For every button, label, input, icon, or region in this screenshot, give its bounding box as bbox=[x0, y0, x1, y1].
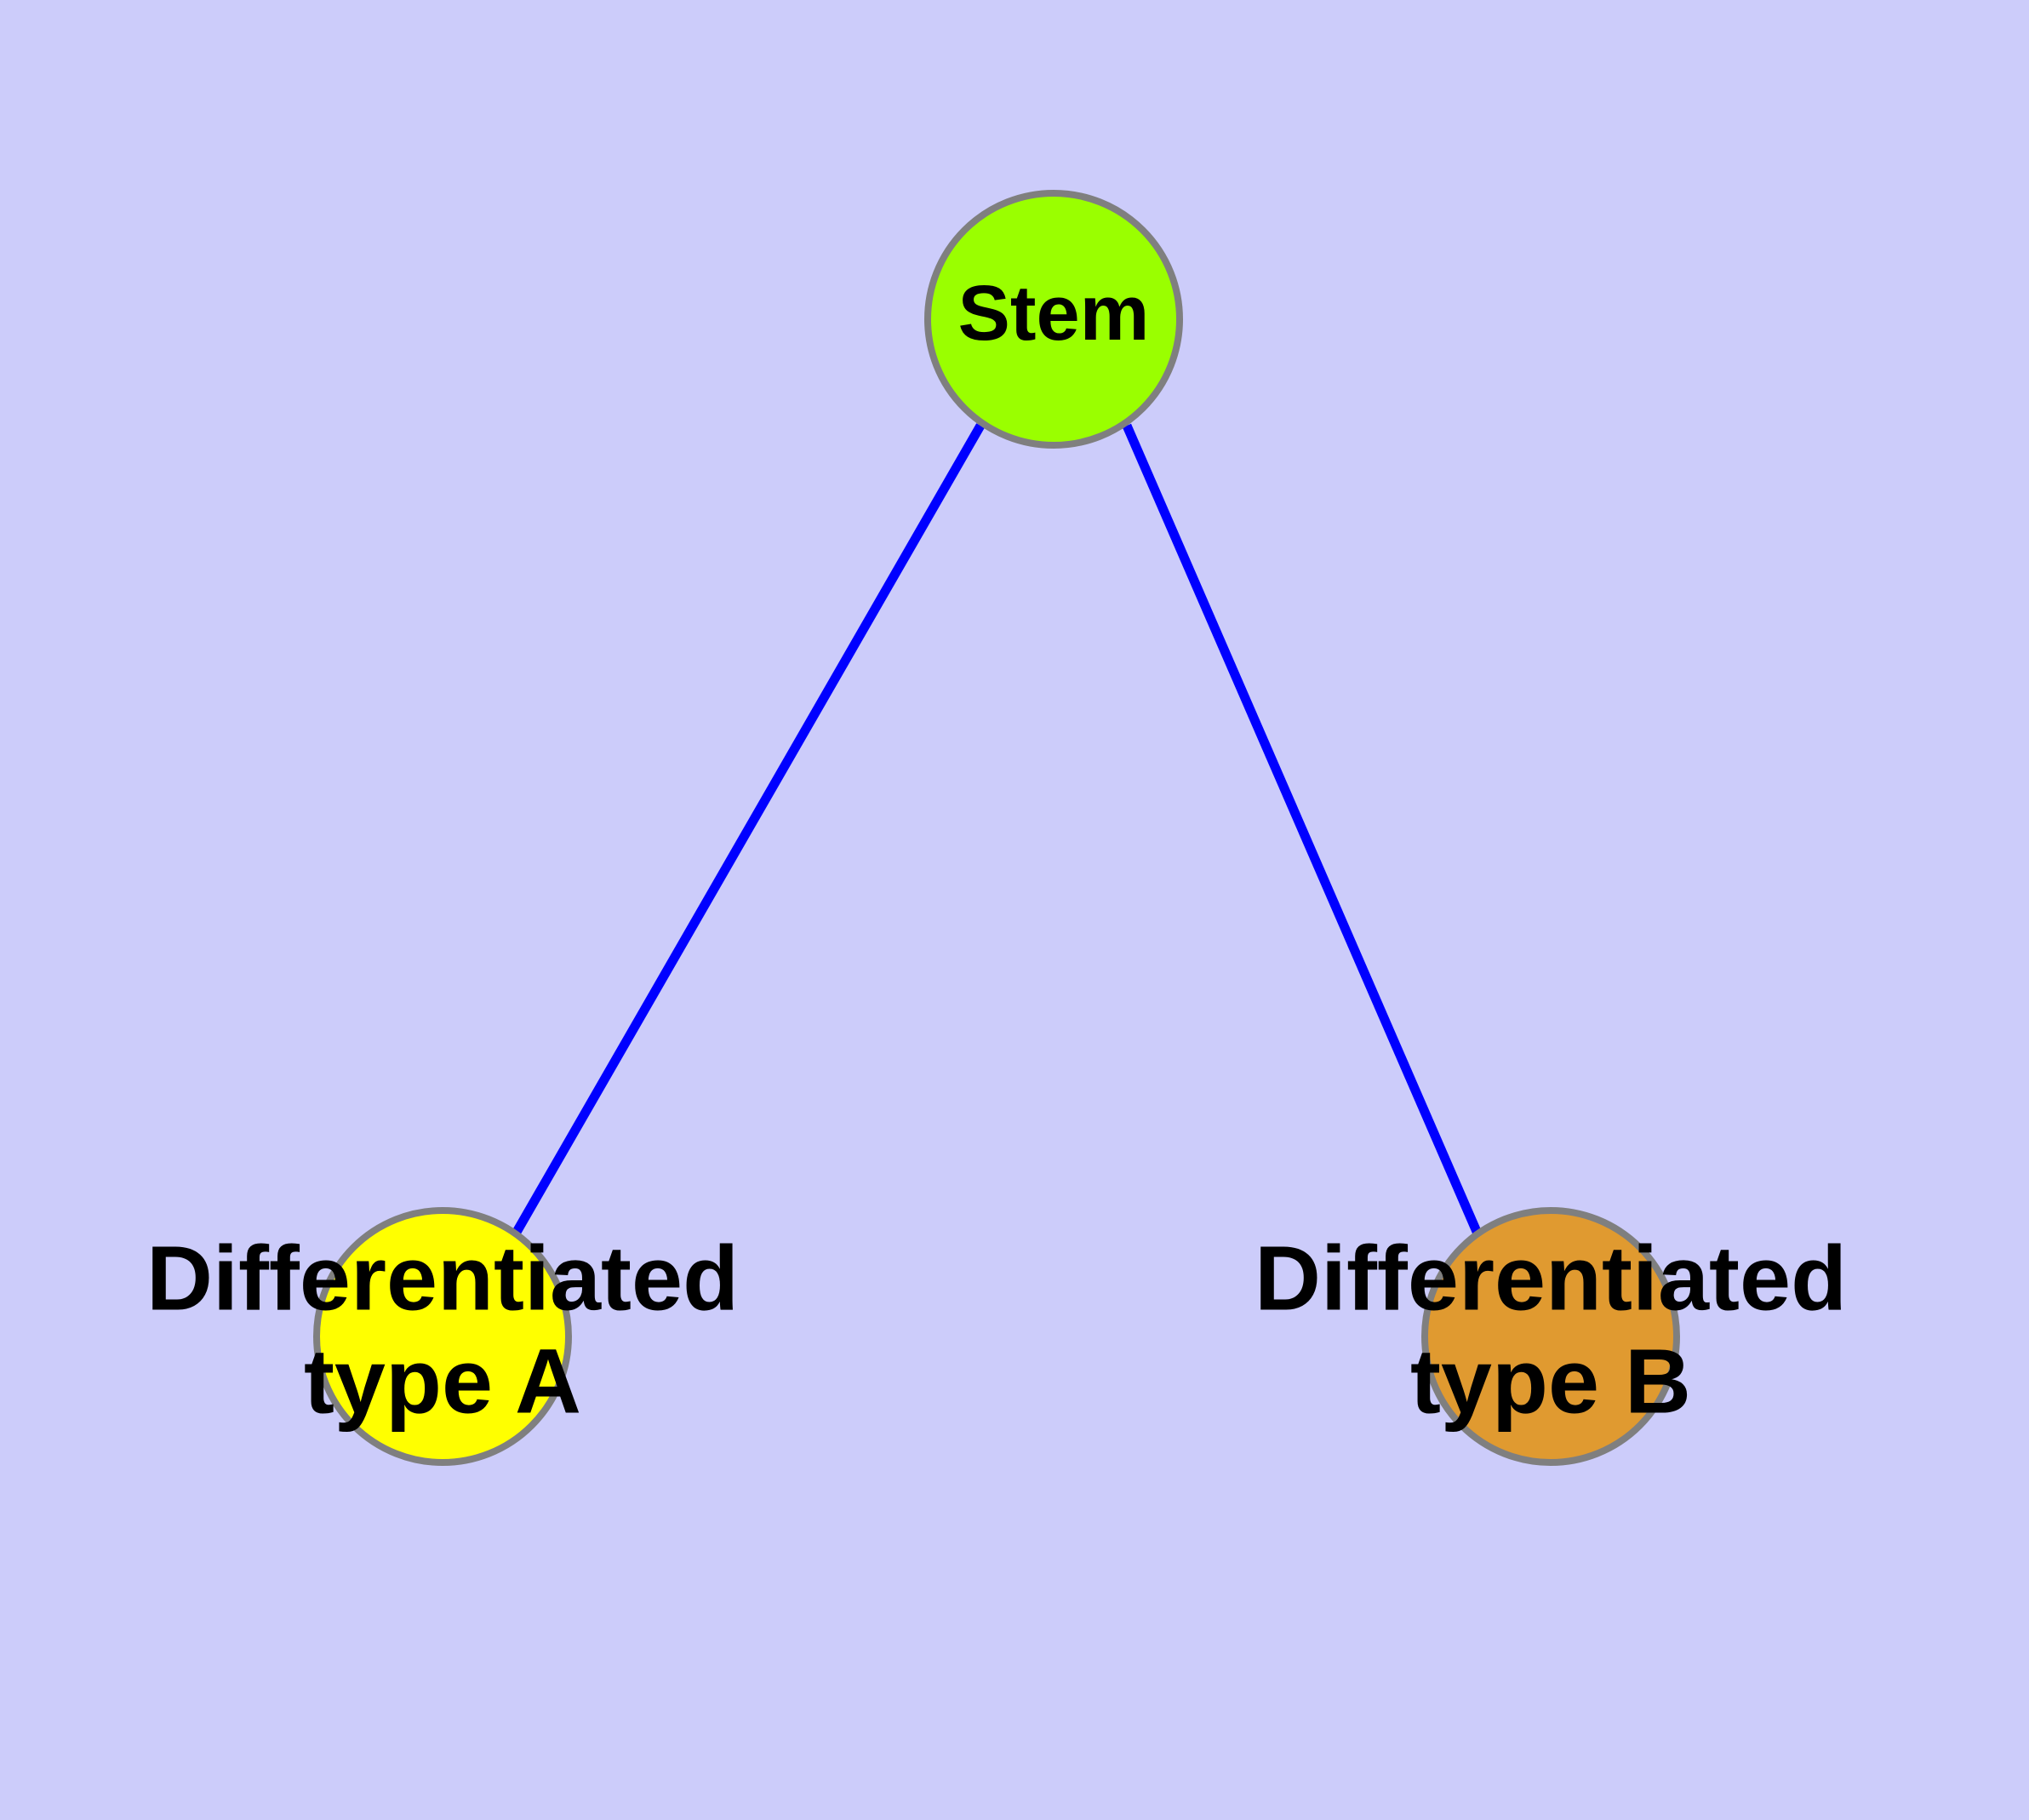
graph-node-diff-a[interactable] bbox=[313, 1207, 572, 1466]
graph-edge-stem-to-diff-b[interactable] bbox=[1122, 423, 1483, 1236]
graph-node-label-line: type A bbox=[304, 1329, 581, 1432]
graph-node-label-line: Stem bbox=[958, 270, 1150, 357]
graph-node-diff-b[interactable] bbox=[1421, 1207, 1680, 1466]
graph-node-label-line: Differentiated bbox=[1255, 1226, 1847, 1329]
graph-edge-stem-to-diff-a[interactable] bbox=[512, 423, 985, 1236]
graph-node-stem[interactable] bbox=[924, 190, 1183, 449]
graph-node-label-stem: Stem bbox=[958, 270, 1150, 357]
graph-node-label-line: type B bbox=[1410, 1329, 1691, 1432]
edges-layer bbox=[512, 423, 1483, 1236]
graph-node-label-line: Differentiated bbox=[146, 1226, 739, 1329]
nodes-layer bbox=[313, 190, 1680, 1466]
